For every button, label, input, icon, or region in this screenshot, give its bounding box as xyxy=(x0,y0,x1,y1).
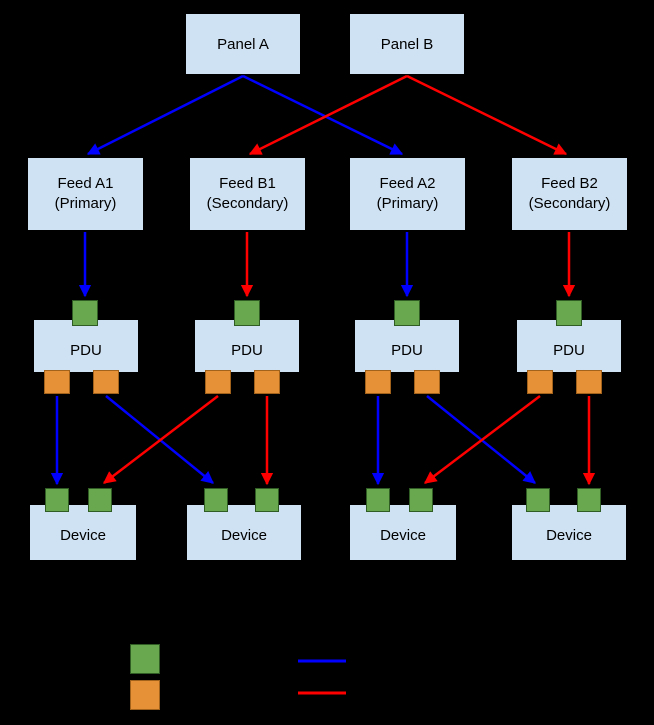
feed-b2-type: (Secondary) xyxy=(528,195,611,212)
pdu2-input-port xyxy=(234,300,260,326)
pdu3-input-port xyxy=(394,300,420,326)
device3-box: Device xyxy=(350,505,456,560)
pdu1-input-port xyxy=(72,300,98,326)
feed-b2-name: Feed B2 xyxy=(541,175,598,192)
feed-a1-type: (Primary) xyxy=(54,195,117,212)
feed-b1-type: (Secondary) xyxy=(206,195,289,212)
pdu3-label: PDU xyxy=(391,341,423,359)
pdu4-output-port-right xyxy=(576,370,602,394)
pdu1-output-port-left xyxy=(44,370,70,394)
device2-label: Device xyxy=(221,527,267,544)
pdu1-label: PDU xyxy=(70,341,102,359)
device3-label: Device xyxy=(380,527,426,544)
pdu3-output-port-left xyxy=(365,370,391,394)
panel-a-label: Panel A xyxy=(217,35,269,53)
pdu2-box: PDU xyxy=(195,320,299,372)
device1-input-port-right xyxy=(88,488,112,512)
arrow-panel-a-to-feed-a1 xyxy=(86,74,244,156)
device4-input-port-left xyxy=(526,488,550,512)
pdu4-box: PDU xyxy=(517,320,621,372)
panel-b-box: Panel B xyxy=(350,14,464,74)
feed-a2-type: (Primary) xyxy=(376,195,439,212)
feed-a1-name: Feed A1 xyxy=(57,175,114,192)
feed-a2-name: Feed A2 xyxy=(379,175,436,192)
pdu3-box: PDU xyxy=(355,320,459,372)
pdu3-output-port-right xyxy=(414,370,440,394)
feed-b1-name: Feed B1 xyxy=(219,175,276,192)
feed-b1-box: Feed B1 (Secondary) xyxy=(190,158,305,230)
arrow-pdu2-to-device1 xyxy=(103,395,219,484)
device1-box: Device xyxy=(30,505,136,560)
pdu2-output-port-left xyxy=(205,370,231,394)
pdu4-label: PDU xyxy=(553,341,585,359)
arrow-panel-a-to-feed-a2 xyxy=(242,74,404,156)
panel-a-box: Panel A xyxy=(186,14,300,74)
pdu4-input-port xyxy=(556,300,582,326)
pdu1-output-port-right xyxy=(93,370,119,394)
arrow-panel-b-to-feed-b1 xyxy=(248,74,408,156)
device2-input-port-right xyxy=(255,488,279,512)
device1-input-port-left xyxy=(45,488,69,512)
device2-input-port-left xyxy=(204,488,228,512)
device4-box: Device xyxy=(512,505,626,560)
device1-label: Device xyxy=(60,527,106,544)
device4-input-port-right xyxy=(577,488,601,512)
panel-b-label: Panel B xyxy=(380,35,434,53)
pdu2-label: PDU xyxy=(231,341,263,359)
green-square-icon xyxy=(130,644,160,674)
arrow-panel-b-to-feed-b2 xyxy=(406,74,568,156)
feed-b2-box: Feed B2 (Secondary) xyxy=(512,158,627,230)
pdu1-box: PDU xyxy=(34,320,138,372)
orange-square-icon xyxy=(130,680,160,710)
arrow-pdu4-to-device3 xyxy=(424,395,541,484)
device2-box: Device xyxy=(187,505,301,560)
feed-a2-box: Feed A2 (Primary) xyxy=(350,158,465,230)
device3-input-port-right xyxy=(409,488,433,512)
device3-input-port-left xyxy=(366,488,390,512)
feed-a1-box: Feed A1 (Primary) xyxy=(28,158,143,230)
device4-label: Device xyxy=(546,527,592,544)
pdu4-output-port-left xyxy=(527,370,553,394)
pdu2-output-port-right xyxy=(254,370,280,394)
